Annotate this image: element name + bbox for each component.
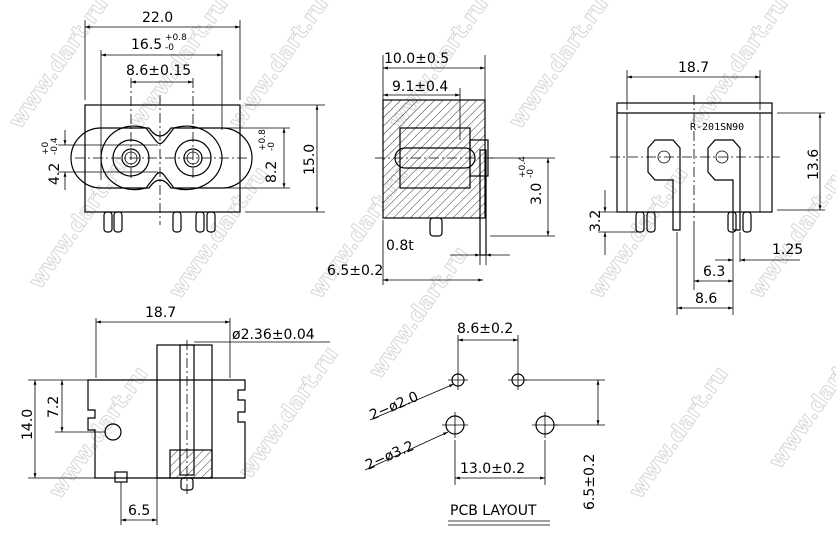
watermark: www.dart.ru [764, 332, 836, 473]
side-view: 10.0±0.5 9.1±0.4 3.0 +0.4 -0 0.8t 6.5±0.… [327, 51, 555, 285]
dim-pin-pos: 6.5±0.2 [327, 263, 383, 279]
tol-lower: -0.4 [50, 137, 60, 155]
dim-pin-span: 16.5 [131, 37, 162, 53]
tol-upper: +0.4 [518, 156, 528, 178]
watermark: www.dart.ru [164, 162, 273, 303]
dim-pin-diameter: ø2.36±0.04 [232, 327, 315, 343]
small-holes-label: 2−ø2.0 [367, 389, 421, 424]
dim-profile-height: 8.2 [264, 161, 280, 183]
dim-neck-height: 4.2 [47, 163, 63, 185]
rear-view: R-201SN90 18.7 13.6 3.2 1.25 6.3 8.6 [588, 60, 825, 315]
watermark: www.dart.ru [24, 152, 133, 293]
watermark: www.dart.ru [234, 342, 343, 483]
tol-upper: +0 [41, 141, 51, 155]
dim-height: 15.0 [302, 144, 318, 175]
part-number: R-201SN90 [690, 122, 744, 133]
dim-width: 22.0 [142, 10, 173, 26]
dim-pin-dist-a: 6.3 [703, 264, 725, 280]
pcb-layout-title: PCB LAYOUT [450, 503, 537, 519]
dim-width: 18.7 [145, 305, 176, 321]
dim-width: 18.7 [678, 60, 709, 76]
dim-hole-pitch: 8.6±0.15 [126, 63, 191, 79]
bottom-view: 18.7 ø2.36±0.04 14.0 7.2 6.5 [20, 305, 330, 525]
watermark: www.dart.ru [744, 162, 836, 303]
dim-row-offset: 6.5±0.2 [582, 454, 598, 510]
dim-half-height: 7.2 [46, 396, 62, 418]
tol-lower: -0 [526, 169, 536, 178]
tol-upper: +0.8 [258, 129, 268, 151]
dim-pin-dist-b: 8.6 [695, 291, 717, 307]
large-holes-label: 2−ø3.2 [363, 438, 417, 474]
dim-pitch-small: 8.6±0.2 [457, 321, 513, 337]
watermark: www.dart.ru [624, 362, 733, 503]
tol-upper: +0.8 [165, 33, 187, 43]
dim-thickness: 0.8t [386, 238, 414, 254]
dim-pin-offset: 3.0 [529, 183, 545, 205]
dim-pin-length: 3.2 [588, 210, 604, 232]
tol-lower: -0 [165, 43, 174, 53]
dim-depth: 10.0±0.5 [384, 51, 449, 67]
watermark: www.dart.ru [4, 0, 113, 133]
dim-height: 13.6 [806, 149, 822, 180]
dim-pitch-large: 13.0±0.2 [460, 461, 525, 477]
watermark: www.dart.ru [504, 0, 613, 133]
tol-lower: -0 [267, 142, 277, 151]
pcb-layout: 8.6±0.2 2−ø2.0 2−ø3.2 13.0±0.2 6.5±0.2 P… [363, 321, 605, 526]
dim-offset: 6.5 [128, 503, 150, 519]
dim-pin-width: 1.25 [772, 242, 803, 258]
front-view: 22.0 16.5 +0.8 -0 8.6±0.15 15.0 8.2 +0.8… [41, 10, 325, 233]
dim-height: 14.0 [20, 409, 36, 440]
dim-inner-depth: 9.1±0.4 [392, 79, 448, 95]
watermark: www.dart.ru [44, 362, 153, 503]
